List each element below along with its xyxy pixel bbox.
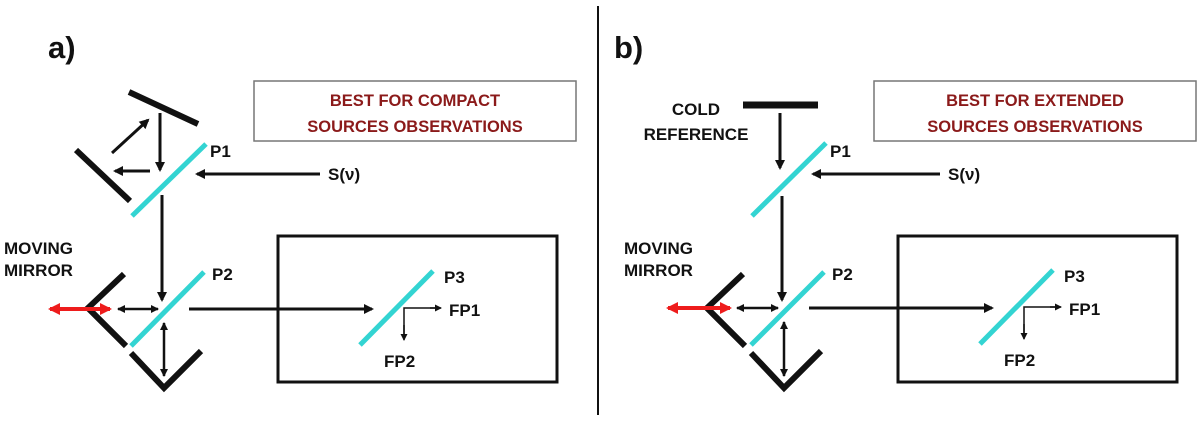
beamsplitter-p3-label: P3: [1064, 267, 1085, 286]
beamsplitter-p2: [749, 270, 826, 347]
fixed-mirror-bottom: [128, 348, 204, 393]
panel-a-note-box: [253, 80, 577, 142]
moving-mirror-label-2: MIRROR: [624, 261, 693, 280]
detector-box: [276, 234, 559, 384]
cold-reference-label-1: COLD: [672, 100, 720, 119]
output-fp2-label: FP2: [1004, 351, 1035, 370]
beamsplitter-p1: [750, 141, 828, 218]
panel-b-note-line2: SOURCES OBSERVATIONS: [927, 118, 1142, 136]
output-fp1-label: FP1: [449, 301, 480, 320]
panel-b-note-line1: BEST FOR EXTENDED: [946, 92, 1124, 110]
output-fp1-label: FP1: [1069, 300, 1100, 319]
moving-mirror-label-2: MIRROR: [4, 261, 73, 280]
output-fp2-label: FP2: [384, 352, 415, 371]
beamsplitter-p1-label: P1: [210, 142, 231, 161]
beamsplitter-p3: [978, 268, 1055, 346]
panel-a-note-line2: SOURCES OBSERVATIONS: [307, 118, 522, 136]
detector-box: [896, 234, 1179, 384]
panel-a-label: a): [48, 30, 76, 65]
beamsplitter-p2: [129, 270, 206, 348]
panel-a-note-line1: BEST FOR COMPACT: [330, 92, 500, 110]
mirror-top: [127, 89, 200, 127]
fp1-beam: [1023, 306, 1059, 335]
fixed-mirror-bottom: [748, 348, 824, 393]
panel-b-note-box: [873, 80, 1197, 142]
fp1-beam: [403, 307, 439, 336]
mirror-left: [73, 147, 133, 204]
beamsplitter-p1: [130, 142, 208, 218]
moving-mirror-label-1: MOVING: [624, 239, 693, 258]
beamsplitter-p2-label: P2: [832, 265, 853, 284]
beamsplitter-p3-label: P3: [444, 268, 465, 287]
cold-reference-label-2: REFERENCE: [644, 125, 749, 144]
beamsplitter-p1-label: P1: [830, 142, 851, 161]
beamsplitter-p2-label: P2: [212, 265, 233, 284]
moving-mirror-label-1: MOVING: [4, 239, 73, 258]
source-label: S(ν): [328, 165, 360, 184]
beam-diag: [110, 118, 150, 155]
source-label: S(ν): [948, 165, 980, 184]
beamsplitter-p3: [358, 269, 435, 347]
panel-b: b) BEST FOR EXTENDED SOURCES OBSERVATION…: [614, 30, 1197, 393]
panel-a: a) BEST FOR COMPACT SOURCES OBSERVATIONS…: [4, 30, 577, 393]
panel-b-label: b): [614, 30, 643, 65]
